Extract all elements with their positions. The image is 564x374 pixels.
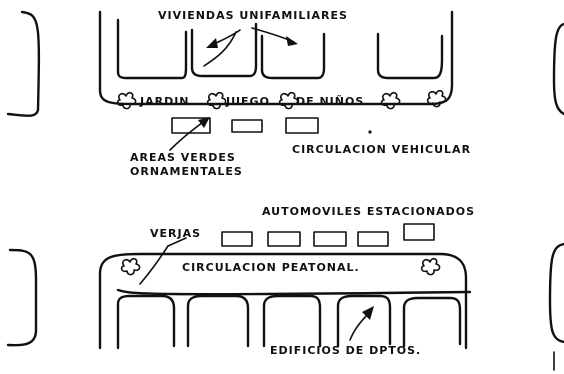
label-areas-line1: AREAS VERDES xyxy=(130,151,236,164)
label-edificios: EDIFICIOS DE DPTOS. xyxy=(270,344,422,357)
right-bottom-bracket xyxy=(548,242,564,344)
label-automoviles: AUTOMOVILES ESTACIONADOS xyxy=(262,205,476,218)
apartment-building-5 xyxy=(402,296,462,348)
parked-car-2 xyxy=(267,231,301,247)
green-area-box-2 xyxy=(231,119,263,133)
arrow-viviendas-down xyxy=(203,31,237,67)
bottom-block-outline xyxy=(98,252,468,350)
green-area-box-3 xyxy=(285,117,319,134)
top-block-outline xyxy=(98,10,454,106)
arrowhead-edificios xyxy=(362,306,374,320)
parked-car-1 xyxy=(221,231,253,247)
house-3 xyxy=(260,32,326,80)
label-areas-line2: ORNAMENTALES xyxy=(130,165,243,178)
parked-car-3 xyxy=(313,231,347,247)
apartment-building-1 xyxy=(116,294,176,350)
arrow-verjas xyxy=(167,237,187,247)
arrowhead-areas-verdes xyxy=(198,117,210,128)
label-circulacion-vehicular: CIRCULACION VEHICULAR xyxy=(292,143,472,156)
parked-car-4 xyxy=(357,231,389,247)
parked-car-5 xyxy=(403,223,435,241)
house-2 xyxy=(190,22,258,78)
dot-marker xyxy=(368,130,372,134)
shrub-symbol-3 xyxy=(278,91,299,110)
green-area-box-1 xyxy=(171,117,211,134)
arrow-verjas-down xyxy=(139,245,169,285)
shrub-symbol-5 xyxy=(426,89,447,108)
right-top-bracket xyxy=(552,22,564,116)
shrub-symbol-1 xyxy=(116,91,137,110)
label-viviendas: VIVIENDAS UNIFAMILIARES xyxy=(158,9,348,22)
label-jardin: JARDIN xyxy=(140,95,190,108)
label-de-ninos: DE NIÑOS xyxy=(296,95,365,108)
house-4 xyxy=(376,32,444,80)
apartment-row-line xyxy=(116,288,472,296)
label-circulacion-peatonal: CIRCULACION PEATONAL. xyxy=(182,261,360,274)
label-juego: JUEGO xyxy=(226,95,270,108)
label-verjas: VERJAS xyxy=(150,227,202,240)
arrow-areas-verdes xyxy=(169,119,207,151)
shrub-symbol-4 xyxy=(380,91,401,110)
left-top-bracket xyxy=(6,10,41,117)
shrub-symbol-7 xyxy=(420,257,441,276)
house-1 xyxy=(116,18,188,80)
shrub-symbol-6 xyxy=(120,257,141,276)
apartment-building-3 xyxy=(262,294,322,348)
arrowhead-viviendas-right xyxy=(286,36,298,46)
apartment-building-4 xyxy=(336,294,392,348)
left-bottom-bracket xyxy=(6,248,38,347)
shrub-symbol-2 xyxy=(206,91,227,110)
apartment-building-2 xyxy=(186,294,250,348)
arrowhead-viviendas-left xyxy=(206,38,218,48)
